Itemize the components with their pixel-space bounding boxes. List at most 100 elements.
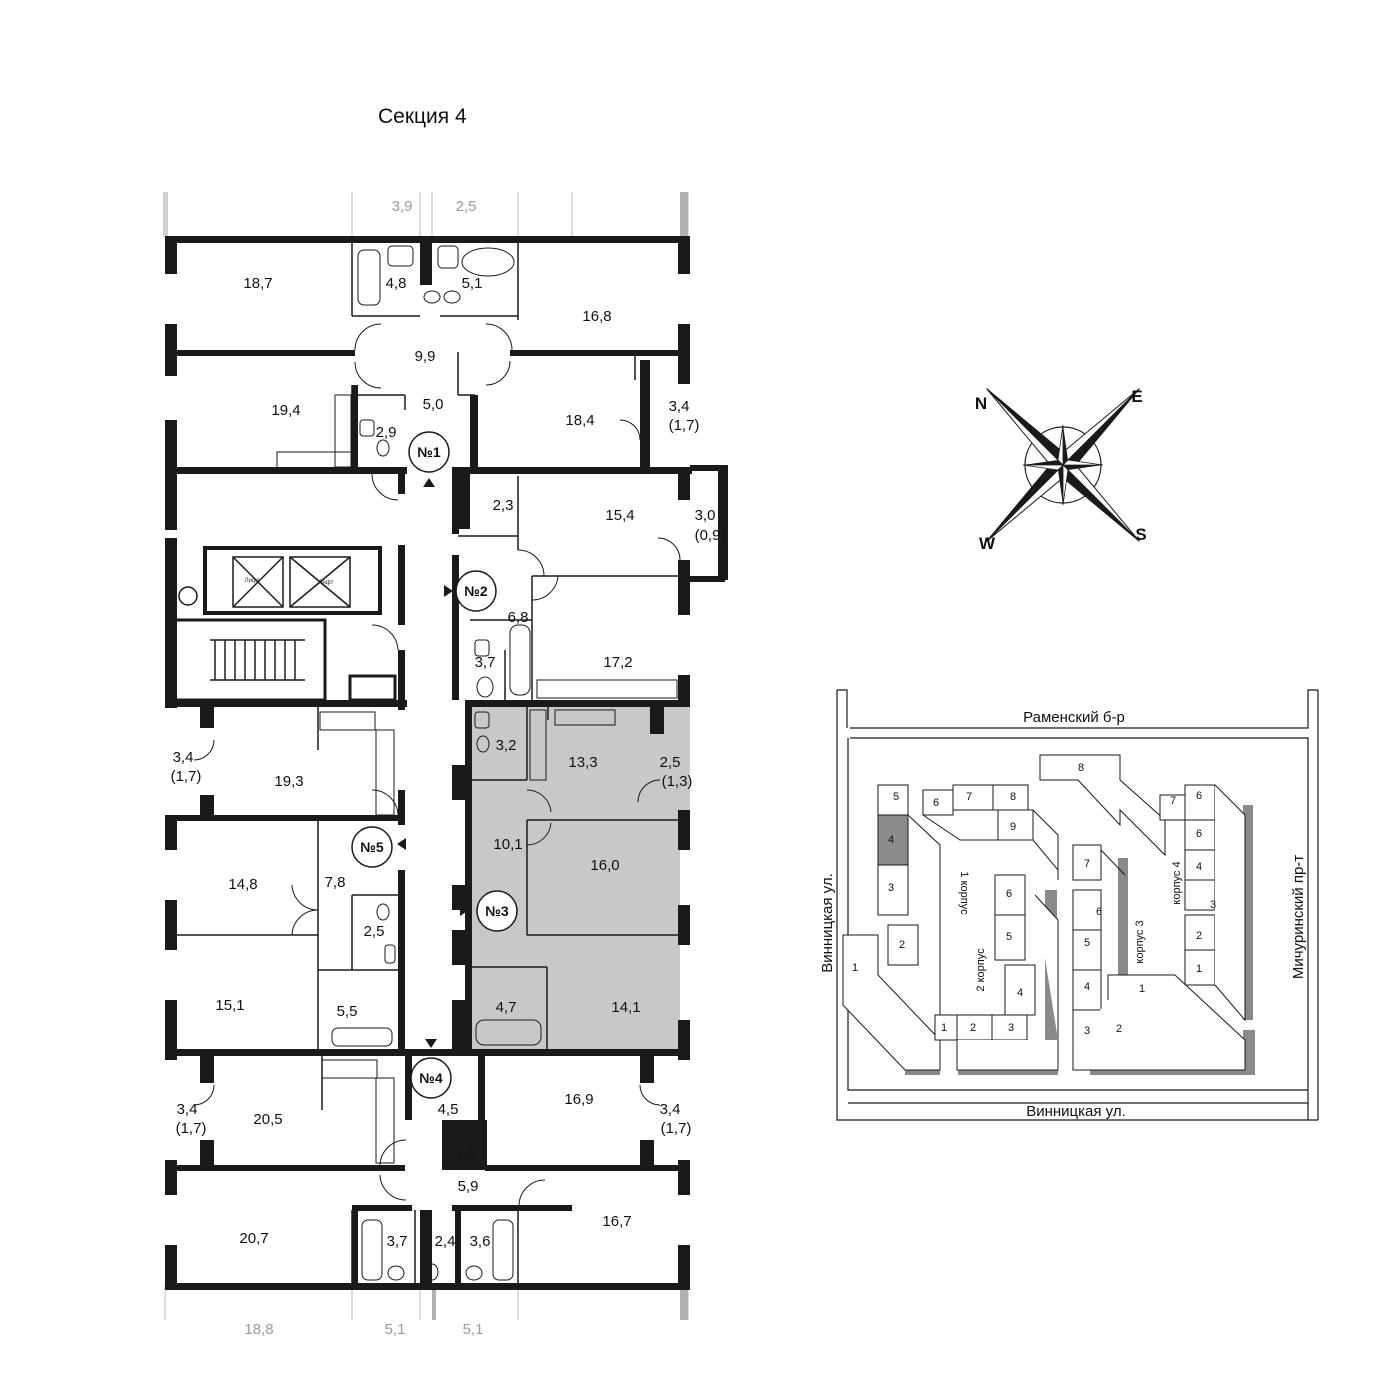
ghost-room-5-1-b: 5,1 xyxy=(463,1321,484,1338)
room-area: (1,7) xyxy=(171,768,202,785)
compass-rose xyxy=(986,388,1140,542)
room-area: 3,6 xyxy=(470,1233,491,1250)
room-area: 19,4 xyxy=(271,402,300,419)
ghost-room-5-1-a: 5,1 xyxy=(385,1321,406,1338)
room-area: 16,0 xyxy=(590,857,619,874)
room-area: 3,4 xyxy=(177,1101,198,1118)
svg-text:№4: №4 xyxy=(419,1070,443,1086)
room-area: 20,5 xyxy=(253,1111,282,1128)
svg-text:6: 6 xyxy=(1006,888,1012,900)
svg-text:№2: №2 xyxy=(464,583,488,599)
svg-text:5: 5 xyxy=(893,791,899,803)
apartment-marker-3[interactable]: №3 xyxy=(460,890,518,932)
compass-south-label: S xyxy=(1135,525,1146,544)
korpus-label-1: 1 корпус xyxy=(958,871,970,915)
room-area: 5,1 xyxy=(462,275,483,292)
svg-text:6: 6 xyxy=(933,797,939,809)
svg-text:2: 2 xyxy=(899,939,905,951)
room-area: 3,4 xyxy=(669,398,690,415)
svg-text:3: 3 xyxy=(1084,1025,1090,1037)
svg-text:3: 3 xyxy=(888,882,894,894)
room-area: 4,8 xyxy=(386,275,407,292)
kitchen-fixtures xyxy=(276,394,678,1164)
compass-west-label: W xyxy=(979,534,996,553)
svg-text:4: 4 xyxy=(1084,981,1090,993)
room-area: 9,9 xyxy=(415,348,436,365)
street-label-top: Раменский б-р xyxy=(1023,709,1125,726)
room-area: 14,1 xyxy=(611,999,640,1016)
room-area: (1,7) xyxy=(176,1120,207,1137)
svg-text:№5: №5 xyxy=(360,839,384,855)
room-area: 3,4 xyxy=(173,749,194,766)
selected-apartment-3[interactable] xyxy=(470,706,690,1051)
apartment-marker-1[interactable]: №1 xyxy=(408,431,450,487)
site-plan: Раменский б-р Винницкая ул. Винницкая ул… xyxy=(819,689,1319,1121)
section-title: Секция 4 xyxy=(378,105,467,128)
room-area: 3,7 xyxy=(475,654,496,671)
svg-text:6: 6 xyxy=(1096,906,1102,918)
room-area: 2,3 xyxy=(493,497,514,514)
room-area: 19,3 xyxy=(274,773,303,790)
room-area: 3,4 xyxy=(660,1101,681,1118)
room-area: (1,7) xyxy=(661,1120,692,1137)
svg-text:7: 7 xyxy=(1170,795,1176,807)
room-area: 15,4 xyxy=(605,507,634,524)
room-area: 10,1 xyxy=(493,836,522,853)
ghost-room-3-9: 3,9 xyxy=(392,198,413,215)
room-area: 3,2 xyxy=(496,737,517,754)
room-area: 20,7 xyxy=(239,1230,268,1247)
svg-text:7: 7 xyxy=(1084,858,1090,870)
room-area: 3,7 xyxy=(387,1233,408,1250)
svg-text:6: 6 xyxy=(1196,790,1202,802)
svg-text:7: 7 xyxy=(966,791,972,803)
room-area: 4,5 xyxy=(438,1101,459,1118)
svg-text:1: 1 xyxy=(1139,983,1145,995)
door-swings xyxy=(193,323,681,1207)
room-area: 17,2 xyxy=(603,654,632,671)
room-area: 4,7 xyxy=(496,999,517,1016)
site-plan-section-numbers: 5 4 3 2 1 6 7 8 9 6 5 4 1 2 3 8 7 6 5 4 … xyxy=(852,762,1216,1037)
korpus-label-4: корпус 4 xyxy=(1171,861,1183,904)
street-label-right: Мичуринский пр-т xyxy=(1290,855,1307,979)
svg-text:8: 8 xyxy=(1010,791,1016,803)
room-area: 14,8 xyxy=(228,876,257,893)
thick-walls xyxy=(165,236,728,1290)
apartment-marker-2[interactable]: №2 xyxy=(444,570,497,612)
svg-text:1: 1 xyxy=(852,962,858,974)
room-area-labels: 18,7 4,8 5,1 16,8 9,9 19,4 5,0 2,9 18,4 … xyxy=(171,275,726,1250)
room-area: 7,8 xyxy=(325,874,346,891)
street-label-bottom: Винницкая ул. xyxy=(1026,1103,1126,1120)
svg-text:4: 4 xyxy=(888,834,894,846)
room-area: 2,5 xyxy=(364,923,385,940)
room-area: (1,3) xyxy=(662,773,693,790)
room-area: 6,8 xyxy=(508,609,529,626)
elevator-label-1: Лифт xyxy=(245,578,260,584)
room-area: 16,9 xyxy=(564,1091,593,1108)
ghost-room-18-8: 18,8 xyxy=(244,1321,273,1338)
elevator-label-2: Лифт xyxy=(319,580,334,586)
room-area: 15,1 xyxy=(215,997,244,1014)
apartment-marker-4[interactable]: №4 xyxy=(410,1039,452,1099)
room-area: 16,7 xyxy=(602,1213,631,1230)
room-area: 5,0 xyxy=(423,396,444,413)
svg-text:2: 2 xyxy=(1116,1023,1122,1035)
room-area: 2,9 xyxy=(376,424,397,441)
room-area: 2,4 xyxy=(435,1233,456,1250)
svg-text:5: 5 xyxy=(1084,937,1090,949)
svg-text:6: 6 xyxy=(1196,828,1202,840)
apartment-marker-5[interactable]: №5 xyxy=(351,826,406,868)
svg-text:1: 1 xyxy=(1196,963,1202,975)
ghost-room-2-5: 2,5 xyxy=(456,198,477,215)
svg-text:5: 5 xyxy=(1006,931,1012,943)
korpus-label-2: 2 корпус xyxy=(975,948,987,992)
room-area: 5,5 xyxy=(337,1003,358,1020)
svg-text:9: 9 xyxy=(1010,821,1016,833)
room-area: 3,0 xyxy=(695,507,716,524)
room-area: 1,9 xyxy=(455,1145,476,1162)
ghost-neighbour-bottom xyxy=(164,1285,689,1320)
room-area: (0,9) xyxy=(695,527,726,544)
floor-plan: 3,9 2,5 18,8 5,1 5,1 xyxy=(163,192,728,1338)
ghost-neighbour-top xyxy=(163,192,689,237)
room-area: (1,7) xyxy=(669,417,700,434)
